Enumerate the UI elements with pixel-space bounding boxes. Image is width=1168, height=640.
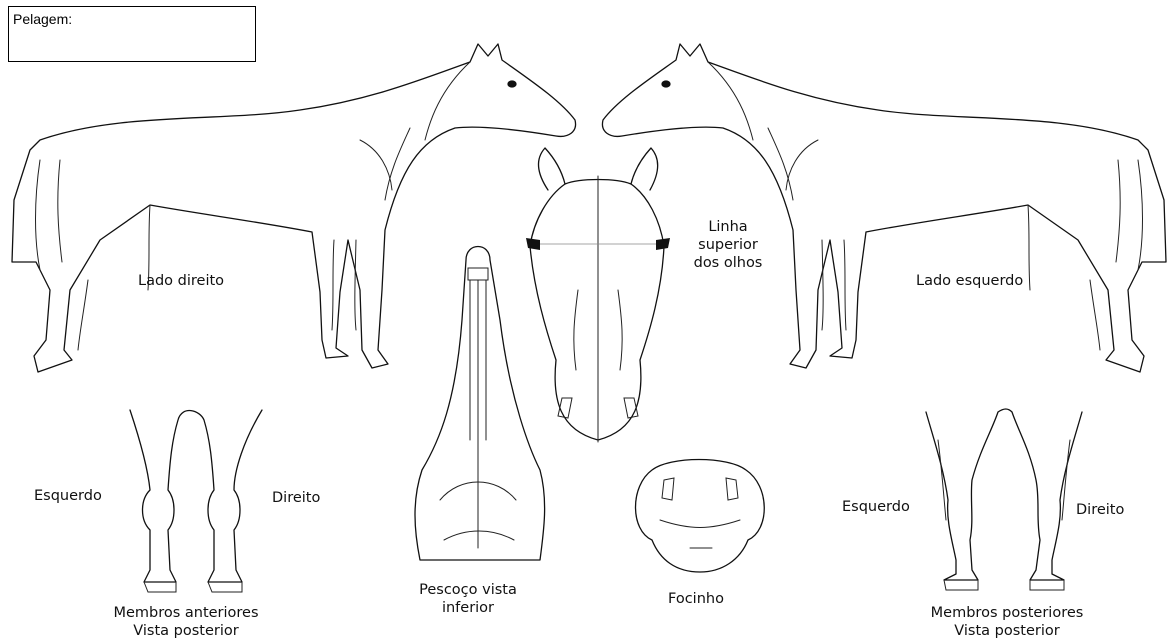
head-front-view-drawing bbox=[526, 148, 670, 442]
label-neck-caption-1: Pescoço vista bbox=[398, 581, 538, 599]
label-right-side: Lado direito bbox=[138, 272, 224, 290]
neck-ventral-view-drawing bbox=[415, 247, 545, 561]
label-eye-line-1: Linha bbox=[688, 218, 768, 236]
label-hindlimbs-right: Direito bbox=[1076, 501, 1124, 519]
label-neck-caption: Pescoço vista inferior bbox=[398, 581, 538, 617]
label-left-side: Lado esquerdo bbox=[916, 272, 1023, 290]
muzzle-drawing bbox=[636, 460, 765, 573]
label-eye-line-2: superior bbox=[688, 236, 768, 254]
label-forelimbs-left: Esquerdo bbox=[34, 487, 102, 505]
horse-left-side-drawing bbox=[602, 44, 1166, 372]
label-hindlimbs-caption-1: Membros posteriores bbox=[904, 604, 1110, 622]
label-hindlimbs-caption-2: Vista posterior bbox=[904, 622, 1110, 640]
label-eye-line: Linha superior dos olhos bbox=[688, 218, 768, 272]
label-hindlimbs-caption: Membros posteriores Vista posterior bbox=[904, 604, 1110, 640]
label-eye-line-3: dos olhos bbox=[688, 254, 768, 272]
label-muzzle: Focinho bbox=[668, 590, 724, 608]
label-forelimbs-right: Direito bbox=[272, 489, 320, 507]
forelimbs-posterior-drawing bbox=[130, 410, 262, 592]
label-forelimbs-caption-1: Membros anteriores bbox=[86, 604, 286, 622]
horse-right-side-drawing bbox=[12, 44, 576, 372]
label-forelimbs-caption-2: Vista posterior bbox=[86, 622, 286, 640]
label-forelimbs-caption: Membros anteriores Vista posterior bbox=[86, 604, 286, 640]
label-hindlimbs-left: Esquerdo bbox=[842, 498, 910, 516]
hindlimbs-posterior-drawing bbox=[926, 409, 1082, 590]
label-neck-caption-2: inferior bbox=[398, 599, 538, 617]
